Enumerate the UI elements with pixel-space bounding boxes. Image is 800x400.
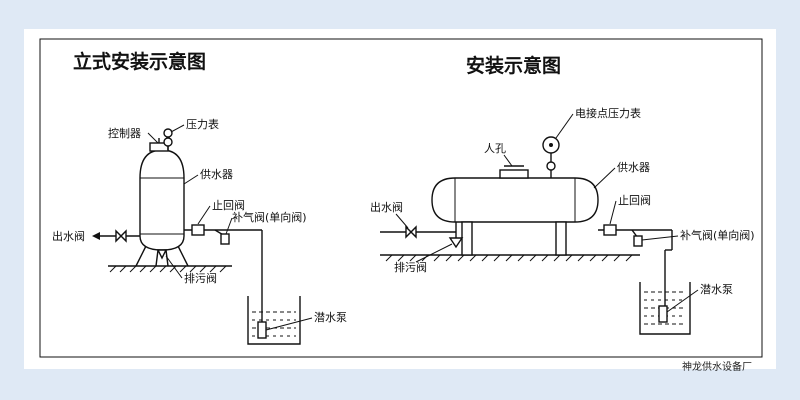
label-right-outlet-valve: 出水阀 bbox=[370, 200, 403, 214]
label-contact-gauge: 电接点压力表 bbox=[575, 106, 641, 120]
right-well bbox=[639, 282, 691, 335]
label-controller: 控制器 bbox=[108, 126, 141, 140]
air-valve-icon bbox=[220, 233, 230, 245]
right-outlet-pipe bbox=[380, 222, 464, 249]
right-title: 安装示意图 bbox=[466, 54, 561, 77]
label-manhole: 人孔 bbox=[484, 142, 506, 155]
right-drain-valve-icon bbox=[448, 237, 464, 249]
label-check-valve: 止回阀 bbox=[212, 198, 245, 212]
label-pressure-gauge: 压力表 bbox=[186, 117, 219, 131]
label-right-water-supply: 供水器 bbox=[617, 160, 650, 174]
label-drain-valve: 排污阀 bbox=[184, 271, 217, 285]
outlet-valve-icon bbox=[115, 229, 127, 243]
label-water-supply: 供水器 bbox=[200, 167, 233, 181]
label-outlet-valve: 出水阀 bbox=[52, 229, 85, 243]
left-ground bbox=[108, 265, 232, 273]
submersible-pump-icon bbox=[257, 321, 267, 339]
right-outlet-valve-icon bbox=[405, 225, 417, 239]
watermark: 神龙供水设备厂 bbox=[682, 360, 752, 373]
label-right-air-valve: 补气阀(单向阀) bbox=[680, 228, 755, 242]
left-tank bbox=[135, 149, 189, 267]
right-check-valve-icon bbox=[603, 224, 617, 236]
right-submersible-pump-icon bbox=[658, 305, 668, 323]
pressure-gauge-icon bbox=[163, 137, 173, 147]
drawing-border bbox=[39, 38, 763, 358]
right-air-valve-icon bbox=[633, 235, 643, 247]
left-title: 立式安装示意图 bbox=[73, 50, 206, 73]
label-right-submersible-pump: 潜水泵 bbox=[700, 282, 733, 296]
left-outlet-pipe bbox=[92, 229, 140, 243]
right-contact-gauge bbox=[542, 136, 560, 178]
check-valve-icon bbox=[191, 224, 205, 236]
left-controller-gauge bbox=[149, 128, 173, 152]
label-submersible-pump: 潜水泵 bbox=[314, 310, 347, 324]
manhole-icon bbox=[499, 169, 529, 179]
left-well bbox=[247, 296, 301, 345]
drain-valve-icon bbox=[156, 249, 168, 260]
label-air-valve: 补气阀(单向阀) bbox=[232, 210, 307, 224]
right-ground bbox=[380, 254, 640, 262]
left-inlet-pipe bbox=[184, 224, 263, 322]
label-right-drain-valve: 排污阀 bbox=[394, 260, 427, 274]
label-right-check-valve: 止回阀 bbox=[618, 193, 651, 207]
arrow-left-icon bbox=[92, 232, 100, 240]
